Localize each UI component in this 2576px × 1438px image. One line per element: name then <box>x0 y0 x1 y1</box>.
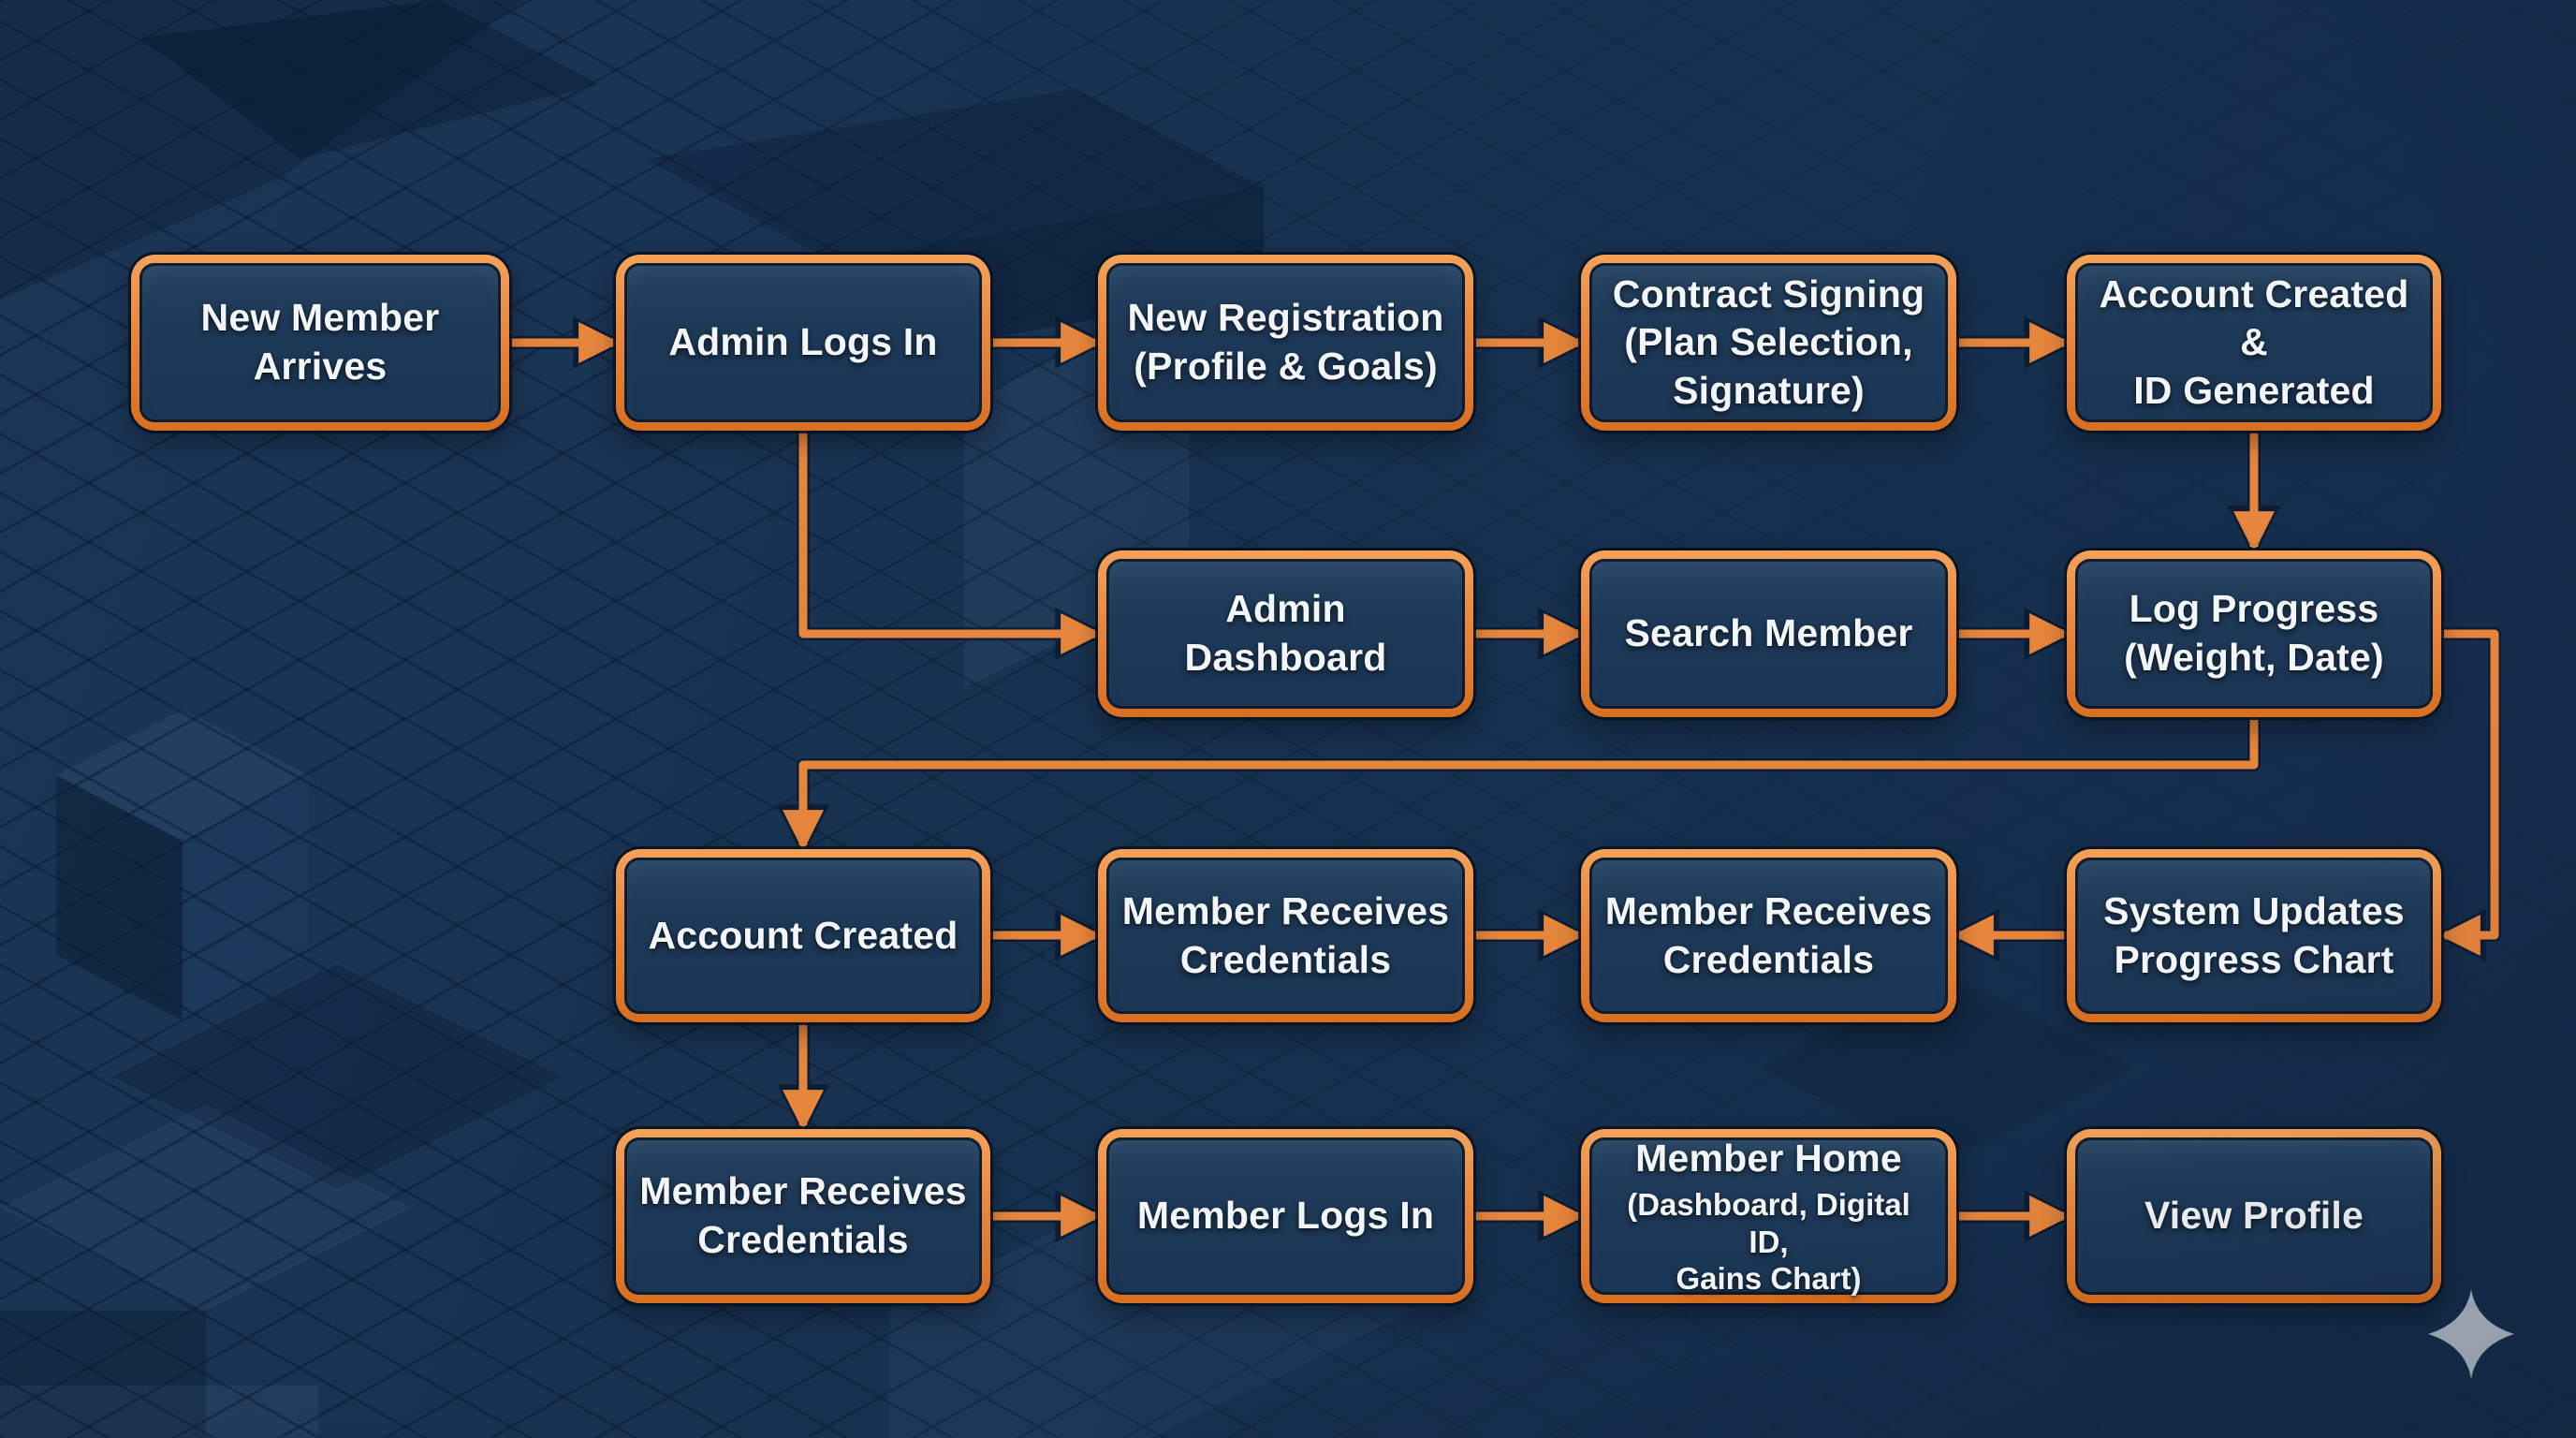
flow-node-member-logs-in: Member Logs In <box>1098 1129 1473 1303</box>
flow-node-body: Admin Dashboard <box>1106 559 1465 709</box>
connector-log-progress-to-system-updates-progress-chart <box>2438 629 2499 956</box>
flow-node-body: Member Receives Credentials <box>624 1137 982 1295</box>
flow-node-body: System Updates Progress Chart <box>2075 858 2433 1014</box>
flow-node-label: Member Receives Credentials <box>639 1169 967 1261</box>
flow-node-contract-signing: Contract Signing (Plan Selection, Signat… <box>1581 255 1956 431</box>
flow-node-label: Account Created & ID Generated <box>2099 271 2409 412</box>
flow-node-body: Admin Logs In <box>624 263 982 422</box>
flow-node-label: View Profile <box>2144 1194 2364 1238</box>
flow-node-label: Member Receives Credentials <box>1121 888 1450 981</box>
flow-node-view-profile: View Profile <box>2067 1129 2441 1303</box>
flow-node-search-member: Search Member <box>1581 550 1956 717</box>
flow-node-label: Member Logs In <box>1136 1194 1435 1238</box>
connector-shadow-c6 <box>797 431 1108 660</box>
flow-node-label: New Member Arrives <box>200 296 440 388</box>
flow-node-label: Admin Dashboard <box>1184 587 1387 679</box>
flow-node-label: Member Receives Credentials <box>1604 888 1933 981</box>
flow-node-label: Admin Logs In <box>668 320 938 364</box>
flow-node-body: New Member Arrives <box>139 263 501 422</box>
flow-node-label: Search Member <box>1624 611 1913 655</box>
flow-node-label: Member Home <box>1635 1137 1902 1181</box>
flow-node-body: Member Logs In <box>1106 1137 1465 1295</box>
connector-log-progress-to-account-created <box>783 717 2259 852</box>
connector-admin-logs-in-to-admin-dashboard <box>798 431 1103 654</box>
flow-node-log-progress: Log Progress (Weight, Date) <box>2067 550 2441 717</box>
flow-node-system-updates-progress-chart: System Updates Progress Chart <box>2067 849 2441 1022</box>
flow-node-member-receives-credentials-2: Member Receives Credentials <box>1581 849 1956 1022</box>
flow-node-body: Contract Signing (Plan Selection, Signat… <box>1589 263 1948 422</box>
flow-node-body: Member Receives Credentials <box>1589 858 1948 1014</box>
flow-node-member-home: Member Home (Dashboard, Digital ID, Gains… <box>1581 1129 1956 1303</box>
flow-node-body: Member Receives Credentials <box>1106 858 1465 1014</box>
flow-node-account-created-id-generated: Account Created & ID Generated <box>2067 255 2441 431</box>
flow-node-member-receives-credentials-1: Member Receives Credentials <box>1098 849 1473 1022</box>
flow-node-body: Member Home (Dashboard, Digital ID, Gains… <box>1589 1137 1948 1297</box>
connector-shadow-c9 <box>2433 627 2501 961</box>
flow-node-body: Account Created & ID Generated <box>2075 263 2433 422</box>
flow-node-body: New Registration (Profile & Goals) <box>1106 263 1465 422</box>
flow-node-label: System Updates Progress Chart <box>2103 888 2405 981</box>
flow-node-account-created: Account Created <box>616 849 990 1022</box>
flow-node-admin-logs-in: Admin Logs In <box>616 255 990 431</box>
flow-node-new-registration: New Registration (Profile & Goals) <box>1098 255 1473 431</box>
flow-node-label: New Registration (Profile & Goals) <box>1127 296 1444 388</box>
flow-node-label: Account Created <box>648 913 959 957</box>
flow-node-new-member-arrives: New Member Arrives <box>131 255 509 431</box>
flow-node-sublabel: (Dashboard, Digital ID, Gains Chart) <box>1627 1186 1910 1297</box>
flow-node-body: Log Progress (Weight, Date) <box>2075 559 2433 709</box>
flow-node-label: Log Progress (Weight, Date) <box>2124 587 2384 679</box>
flow-node-member-receives-credentials-3: Member Receives Credentials <box>616 1129 990 1303</box>
flow-node-admin-dashboard: Admin Dashboard <box>1098 550 1473 717</box>
flow-node-body: Search Member <box>1589 559 1948 709</box>
flow-node-label: Contract Signing (Plan Selection, Signat… <box>1612 271 1925 412</box>
connector-shadow-c10 <box>777 717 2261 858</box>
sparkle-icon <box>2427 1289 2515 1379</box>
flow-node-body: View Profile <box>2075 1137 2433 1295</box>
flow-node-body: Account Created <box>624 858 982 1014</box>
